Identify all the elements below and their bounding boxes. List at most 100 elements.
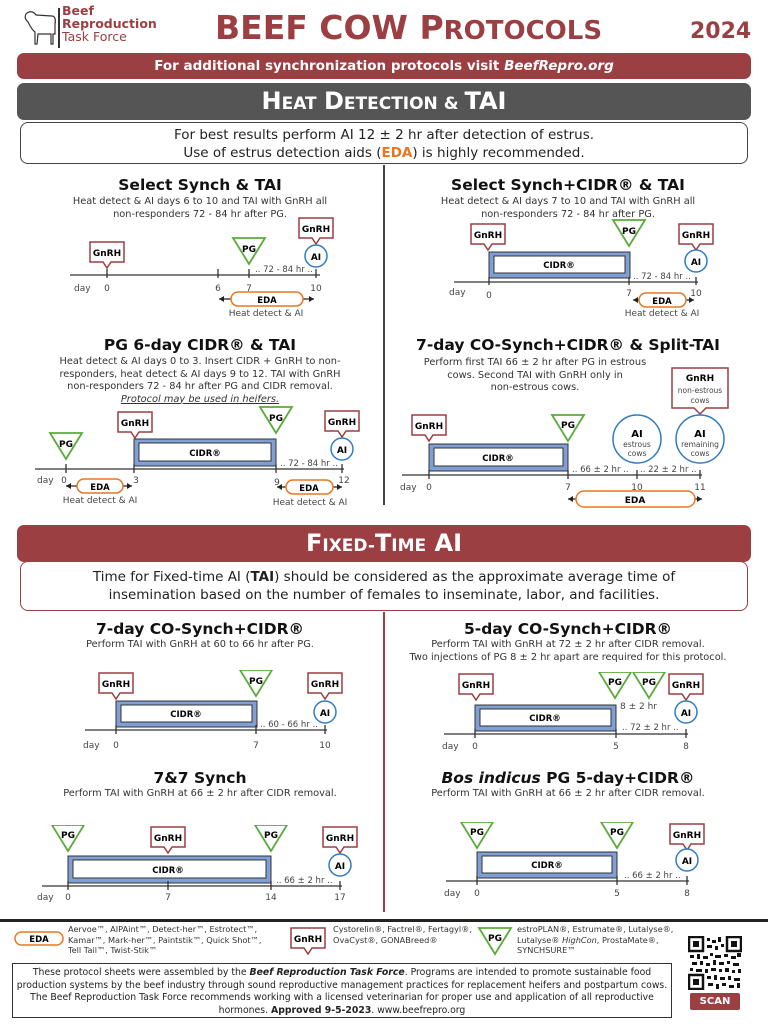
svg-text:0: 0: [65, 893, 71, 903]
logo-line3: Task Force: [62, 29, 127, 44]
ft-note-line1: Time for Fixed-time AI (TAI) should be c…: [21, 568, 747, 586]
protocol-desc: non-estrous cows.: [490, 382, 580, 393]
ft-dash: -: [367, 536, 375, 556]
svg-text:7: 7: [253, 741, 259, 751]
protocol-select-synch: Select Synch & TAI Heat detect & AI days…: [20, 176, 380, 221]
qr-code-icon[interactable]: [688, 936, 742, 990]
svg-text:day: day: [444, 889, 461, 899]
ft-ai: AI: [426, 529, 463, 557]
hd-note-pre: Use of estrus detection aids (: [183, 145, 382, 161]
select-synch-cidr-timeline: GnRH PG GnRH AI CIDR® .. 72 - 84 hr .. d…: [449, 219, 714, 319]
svg-text:day: day: [400, 483, 417, 493]
svg-text:EDA: EDA: [90, 483, 110, 493]
svg-text:10: 10: [631, 483, 643, 493]
protocols-link-banner: For additional synchronization protocols…: [17, 53, 751, 79]
hd-d: D: [323, 87, 344, 115]
protocol-title: Select Synch & TAI: [118, 176, 282, 194]
hd-etection: ETECTION: [343, 94, 438, 114]
co-synch-5-timeline: GnRH PG PG GnRH 8 ± 2 hr AI CIDR® .. 72 …: [442, 672, 704, 752]
pg-products-line: SYNCHSURE™: [517, 945, 576, 955]
svg-text:CIDR®: CIDR®: [543, 261, 575, 271]
banner-text: For additional synchronization protocols…: [154, 58, 505, 74]
svg-text:EDA: EDA: [652, 297, 672, 307]
eda-products: Aervoe™, AIPAint™, Detect-her™, Estrotec…: [68, 924, 278, 956]
svg-text:PG: PG: [59, 440, 73, 450]
split-tai-timeline: GnRH non-estrous cows GnRH PG AI estrous…: [400, 367, 729, 508]
protocol-desc: non-responders 72 - 84 hr after PG.: [481, 208, 655, 220]
gnrh-products: Cystorelin®, Factrel®, Fertagyl®, OvaCys…: [333, 924, 473, 945]
protocol-7-7-synch: 7&7 Synch Perform TAI with GnRH at 66 ± …: [20, 769, 380, 801]
svg-text:GnRH: GnRH: [673, 831, 701, 841]
svg-text:.. 22 ± 2 hr ..: .. 22 ± 2 hr ..: [640, 465, 697, 475]
heat-detection-banner: HEAT DETECTION & TAI: [17, 83, 751, 120]
protocol-bos-indicus: Bos indicus PG 5-day+CIDR® Perform TAI w…: [388, 769, 748, 801]
fixed-time-ai-banner: FIXED-TIME AI: [17, 525, 751, 562]
hd-tai: TAI: [464, 87, 507, 115]
ft-note-line2: insemination based on the number of fema…: [108, 587, 660, 603]
svg-text:GnRH: GnRH: [415, 422, 443, 432]
svg-text:GnRH: GnRH: [154, 834, 182, 844]
svg-text:14: 14: [265, 893, 277, 903]
svg-text:6: 6: [215, 284, 221, 294]
svg-text:cows: cows: [691, 449, 710, 458]
title-italic: Bos indicus: [441, 769, 541, 787]
ft-ime: IME: [391, 536, 427, 556]
svg-text:EDA: EDA: [625, 496, 646, 506]
ai-icon: [304, 244, 328, 268]
protocol-title: Select Synch+CIDR® & TAI: [451, 176, 685, 194]
bos-indicus-timeline: PG PG GnRH AI CIDR® .. 66 ± 2 hr .. day …: [444, 822, 705, 899]
hd-note-line1: For best results perform AI 12 ± 2 hr af…: [173, 127, 595, 143]
svg-text:PG: PG: [561, 421, 575, 431]
svg-text:GnRH: GnRH: [121, 419, 149, 429]
protocol-5day-co-synch: 5-day CO-Synch+CIDR® Perform TAI with Gn…: [388, 620, 748, 664]
pg-post: , ProstaMate®,: [596, 934, 659, 945]
protocol-title: 7&7 Synch: [153, 769, 247, 787]
svg-text:Heat detect & AI: Heat detect & AI: [229, 309, 304, 319]
svg-text:GnRH: GnRH: [294, 935, 322, 945]
protocol-title: Bos indicus PG 5-day+CIDR®: [388, 769, 748, 787]
svg-text:GnRH: GnRH: [311, 680, 339, 690]
svg-text:7: 7: [246, 284, 252, 294]
svg-text:GnRH: GnRH: [672, 681, 700, 691]
hd-amp: &: [437, 94, 465, 114]
svg-text:10: 10: [310, 284, 322, 294]
svg-text:AI: AI: [335, 862, 345, 872]
disclaimer-org: Beef Reproduction Task Force: [249, 967, 405, 978]
svg-text:7: 7: [565, 483, 571, 493]
svg-text:estrous: estrous: [623, 440, 651, 449]
svg-text:Heat detect & AI: Heat detect & AI: [625, 309, 700, 319]
title-rest: ROTOCOLS: [443, 16, 603, 46]
protocol-7day-co-synch: 7-day CO-Synch+CIDR® Perform TAI with Gn…: [20, 620, 380, 652]
ft-t: T: [374, 529, 392, 557]
disclaimer-box: These protocol sheets were assembled by …: [12, 963, 672, 1018]
pg-italic: HighCon: [562, 934, 597, 945]
svg-text:day: day: [83, 741, 100, 751]
svg-text:CIDR®: CIDR®: [482, 454, 514, 464]
section-divider: [383, 612, 385, 912]
svg-text:EDA: EDA: [299, 484, 319, 494]
website-link: . www.beefrepro.org: [371, 1004, 466, 1016]
svg-text:AI: AI: [311, 253, 321, 263]
svg-text:10: 10: [319, 741, 331, 751]
protocol-desc: Heat detect & AI days 0 to 3. Insert CID…: [59, 356, 341, 367]
protocol-desc: Heat detect & AI days 6 to 10 and TAI wi…: [72, 196, 328, 207]
eda-products-line: Aervoe™, AIPAint™, Detect-her™, Estrotec…: [68, 924, 258, 934]
pg-legend-icon: PG: [478, 927, 512, 955]
svg-text:AI: AI: [631, 429, 642, 440]
title-rest: PG 5-day+CIDR®: [540, 769, 695, 787]
protocol-desc: Perform TAI with GnRH at 66 ± 2 hr after…: [431, 788, 705, 799]
svg-text:5: 5: [614, 889, 620, 899]
pg-6day-timeline: PG GnRH PG GnRH AI CIDR® .. 72 - 84 hr .…: [35, 406, 360, 508]
title-p: P: [419, 8, 444, 47]
svg-text:PG: PG: [610, 828, 624, 838]
svg-text:PG: PG: [249, 677, 263, 687]
protocol-desc: Two injections of PG 8 ± 2 hr apart are …: [409, 651, 727, 663]
protocol-desc: non-responders 72 - 84 hr after PG and C…: [67, 381, 333, 392]
eda-pill: [230, 291, 304, 307]
cow-icon: [24, 11, 56, 45]
svg-text:8: 8: [683, 742, 689, 752]
protocol-desc: responders, heat detect & AI days 9 to 1…: [59, 368, 341, 380]
beefrepro-link[interactable]: BeefRepro.org: [504, 58, 614, 74]
svg-text:EDA: EDA: [257, 296, 277, 306]
logo-line1: Beef: [62, 3, 94, 18]
